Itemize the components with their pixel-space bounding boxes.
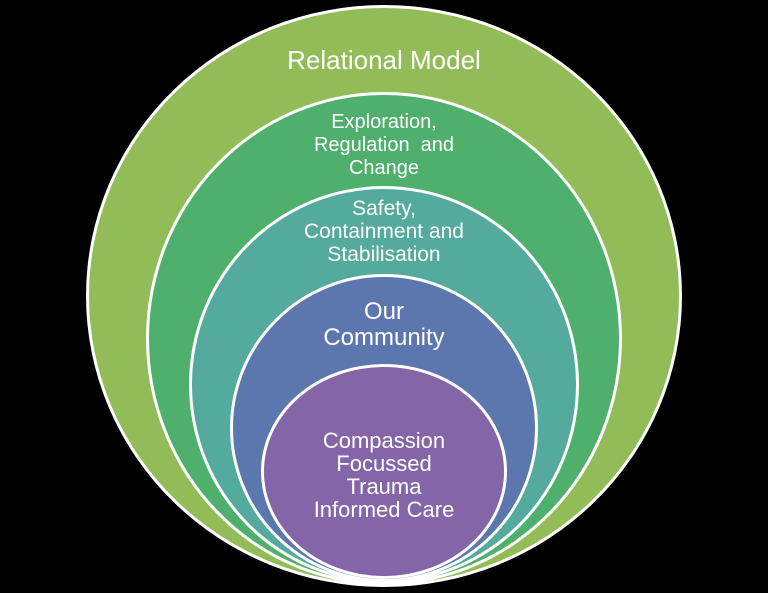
label-safety-containment-and-stabilisation: Safety, Containment and Stabilisation <box>304 197 464 266</box>
ring-compassion-focussed-trauma-informed-care <box>261 364 507 579</box>
label-our-community: Our Community <box>323 298 445 351</box>
label-exploration-regulation-and-change: Exploration, Regulation and Change <box>313 111 455 179</box>
label-relational-model: Relational Model <box>287 45 481 75</box>
label-compassion-focussed-trauma-informed-care: Compassion Focussed Trauma Informed Care <box>313 428 455 522</box>
